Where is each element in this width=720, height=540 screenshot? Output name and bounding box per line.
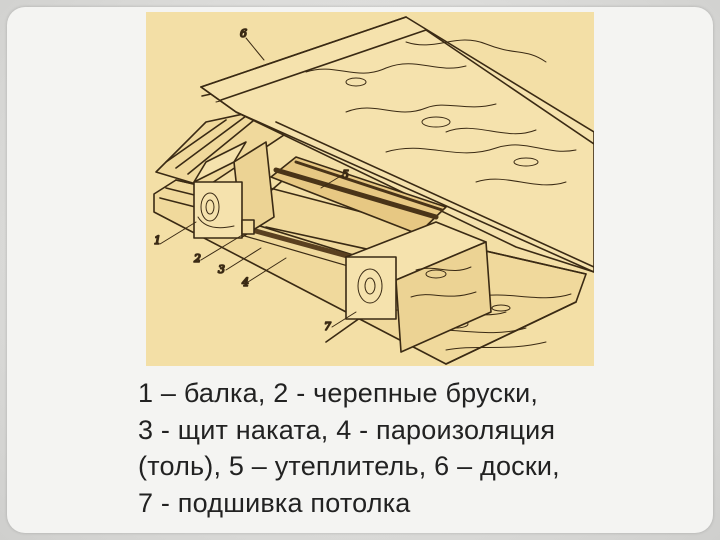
label-6: 6 bbox=[240, 27, 247, 40]
diagram-drawing: 1 2 3 4 5 6 7 bbox=[153, 16, 594, 365]
deck-boards bbox=[200, 16, 594, 273]
beam-front bbox=[345, 221, 492, 353]
label-5: 5 bbox=[342, 168, 349, 181]
label-3: 3 bbox=[218, 263, 225, 276]
caption-line-2: 3 - щит наката, 4 - пароизоляция bbox=[138, 414, 556, 445]
caption-line-3: (толь), 5 – утеплитель, 6 – доски, bbox=[138, 451, 560, 481]
label-2: 2 bbox=[193, 252, 201, 265]
label-4: 4 bbox=[241, 276, 249, 289]
insulation-layer bbox=[270, 156, 447, 235]
caption-line-1: 1 – балка, 2 - черепные бруски, bbox=[138, 378, 539, 408]
floor-construction-diagram: 1 2 3 4 5 6 7 bbox=[146, 12, 594, 366]
caption-line-4: 7 - подшивка потолка bbox=[138, 487, 411, 518]
label-1: 1 bbox=[154, 234, 161, 247]
legend-caption: 1 – балка, 2 - черепные бруски, 3 - щит … bbox=[138, 375, 698, 521]
label-7: 7 bbox=[324, 320, 331, 333]
leader-lines bbox=[159, 37, 357, 328]
beam-left bbox=[193, 141, 275, 239]
